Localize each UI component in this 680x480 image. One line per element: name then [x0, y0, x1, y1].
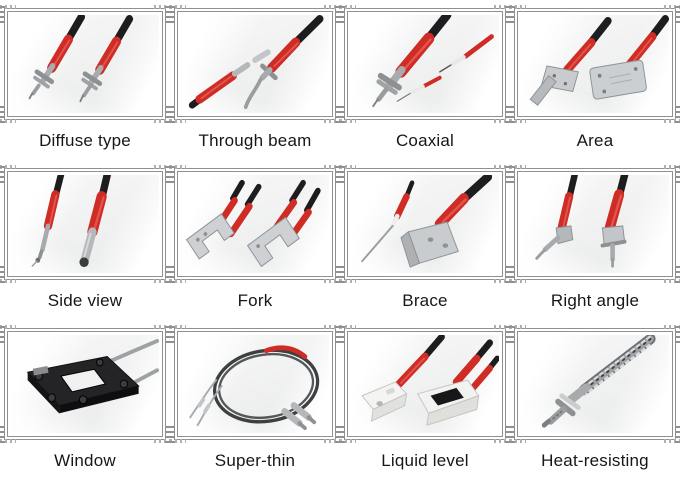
liquid-level-sensor-photo — [351, 335, 499, 433]
coaxial-sensor-photo — [351, 15, 499, 113]
product-label: Fork — [237, 291, 273, 310]
product-label: Area — [576, 131, 614, 150]
product-cell-liquid-level: Liquid level — [340, 320, 510, 480]
product-cell-brace: Brace — [340, 160, 510, 320]
brace-sensor-photo — [351, 175, 499, 273]
decorative-frame — [0, 325, 170, 443]
product-cell-through-beam: Through beam — [170, 0, 340, 160]
decorative-frame — [340, 165, 510, 283]
decorative-frame — [170, 5, 340, 123]
right-angle-sensor-photo — [521, 175, 669, 273]
decorative-frame — [340, 5, 510, 123]
heat-resisting-sensor-photo — [521, 335, 669, 433]
product-label: Liquid level — [381, 451, 469, 470]
decorative-frame — [340, 325, 510, 443]
fork-sensor-photo — [181, 175, 329, 273]
side-view-sensor-illustration — [31, 175, 111, 268]
product-label: Side view — [47, 291, 123, 310]
product-label: Super-thin — [214, 451, 296, 470]
decorative-frame — [0, 5, 170, 123]
decorative-frame — [170, 325, 340, 443]
decorative-frame — [510, 165, 680, 283]
heat-resisting-sensor-illustration — [541, 335, 656, 428]
product-cell-window: Window — [0, 320, 170, 480]
product-label: Right angle — [550, 291, 640, 310]
super-thin-sensor-photo — [181, 335, 329, 433]
through-beam-sensor-illustration — [188, 15, 324, 110]
product-cell-area: Area — [510, 0, 680, 160]
product-cell-super-thin: Super-thin — [170, 320, 340, 480]
product-label: Diffuse type — [39, 131, 131, 150]
product-cell-side-view: Side view — [0, 160, 170, 320]
product-cell-coaxial: Coaxial — [340, 0, 510, 160]
right-angle-sensor-illustration — [535, 175, 629, 268]
product-label: Window — [54, 451, 116, 470]
product-cell-fork: Fork — [170, 160, 340, 320]
product-label: Coaxial — [395, 131, 455, 150]
through-beam-sensor-photo — [181, 15, 329, 113]
decorative-frame — [510, 5, 680, 123]
area-sensor-illustration — [529, 15, 669, 106]
product-label: Through beam — [198, 131, 312, 150]
product-label: Heat-resisting — [541, 451, 649, 470]
decorative-frame — [510, 325, 680, 443]
coaxial-sensor-illustration — [372, 15, 494, 108]
fork-sensor-illustration — [185, 179, 321, 268]
window-sensor-illustration — [26, 338, 159, 414]
decorative-frame — [0, 165, 170, 283]
product-cell-heat-resisting: Heat-resisting — [510, 320, 680, 480]
side-view-sensor-photo — [11, 175, 159, 273]
super-thin-sensor-illustration — [189, 345, 320, 431]
product-label: Brace — [402, 291, 448, 310]
brace-sensor-illustration — [361, 175, 493, 268]
decorative-frame — [170, 165, 340, 283]
area-sensor-photo — [521, 15, 669, 113]
product-cell-diffuse-type: Diffuse type — [0, 0, 170, 160]
product-cell-right-angle: Right angle — [510, 160, 680, 320]
diffuse-type-sensor-illustration — [28, 15, 134, 103]
liquid-level-sensor-illustration — [361, 335, 499, 426]
diffuse-type-sensor-photo — [11, 15, 159, 113]
window-sensor-photo — [11, 335, 159, 433]
